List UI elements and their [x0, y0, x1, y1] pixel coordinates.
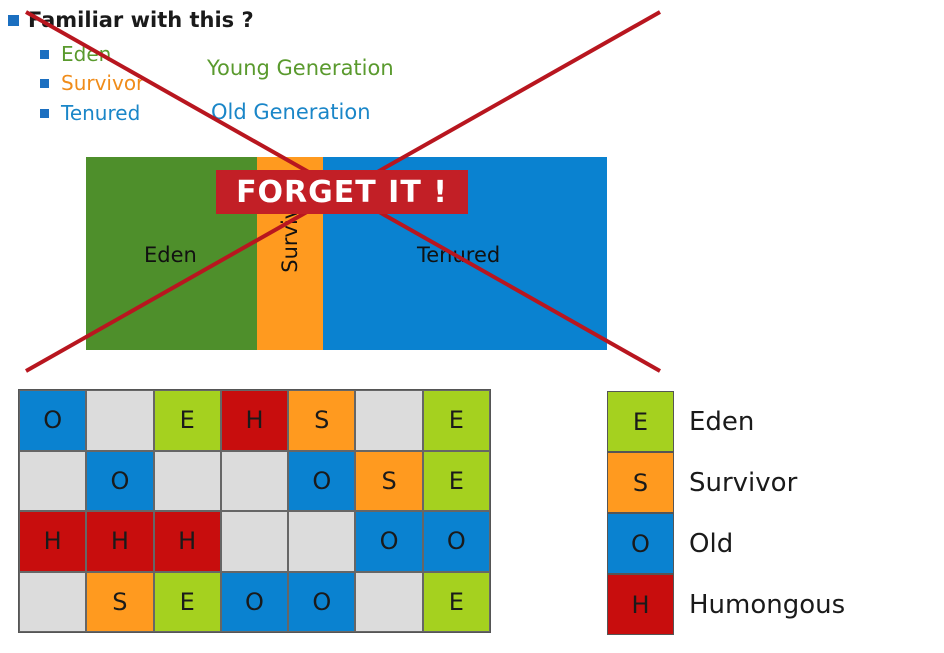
region-cell-e: E [153, 390, 221, 451]
bullet-square-icon [8, 14, 19, 26]
list-item-label: Tenured [61, 101, 141, 125]
region-cell-empty [355, 390, 423, 451]
list-item-survivor: Survivor [40, 71, 144, 95]
region-cell-e: E [153, 571, 221, 632]
region-cell-empty [220, 450, 289, 511]
legend-label: Survivor [689, 467, 798, 498]
region-cell-o: O [288, 450, 356, 511]
region-cell-o: O [288, 571, 356, 632]
legend-swatch: O [607, 513, 674, 574]
region-cell-empty [19, 571, 87, 632]
eden-segment-label: Eden [144, 243, 197, 267]
region-cell-o: O [220, 571, 289, 632]
region-cell-o: O [355, 511, 423, 572]
list-item-tenured: Tenured [40, 101, 140, 125]
region-cell-empty [288, 511, 356, 572]
region-cell-o: O [19, 390, 87, 451]
legend-swatch: H [607, 574, 674, 635]
legend-swatch: E [607, 391, 674, 452]
region-cell-h: H [19, 511, 87, 572]
region-cell-h: H [153, 511, 221, 572]
bullet-square-icon [40, 108, 49, 118]
region-cell-s: S [86, 571, 154, 632]
region-cell-e: E [422, 450, 490, 511]
region-cell-h: H [86, 511, 154, 572]
old-generation-label: Old Generation [211, 100, 371, 124]
region-cell-e: E [422, 571, 490, 632]
legend-swatch: S [607, 452, 674, 513]
heading-text: Familiar with this ? [28, 8, 254, 32]
legend-item: S Survivor [607, 452, 845, 513]
region-cell-empty [86, 390, 154, 451]
region-cell-empty [220, 511, 289, 572]
bullet-square-icon [40, 78, 49, 88]
legend-label: Eden [689, 406, 755, 437]
slide-heading: Familiar with this ? [8, 8, 254, 32]
region-cell-e: E [422, 390, 490, 451]
region-cell-o: O [422, 511, 490, 572]
region-cell-empty [153, 450, 221, 511]
legend-item: H Humongous [607, 574, 845, 635]
legend-label: Humongous [689, 589, 846, 620]
region-cell-s: S [288, 390, 356, 451]
region-cell-o: O [86, 450, 154, 511]
region-cell-h: H [220, 390, 289, 451]
region-cell-empty [19, 450, 87, 511]
legend-item: O Old [607, 513, 845, 574]
legend-item: E Eden [607, 391, 845, 452]
legend-label: Old [689, 528, 734, 559]
forget-it-banner: FORGET IT ! [216, 170, 468, 214]
region-cell-s: S [355, 450, 423, 511]
young-generation-label: Young Generation [207, 56, 394, 80]
bullet-square-icon [40, 49, 49, 59]
region-cell-empty [355, 571, 423, 632]
list-item-label: Survivor [61, 71, 145, 95]
